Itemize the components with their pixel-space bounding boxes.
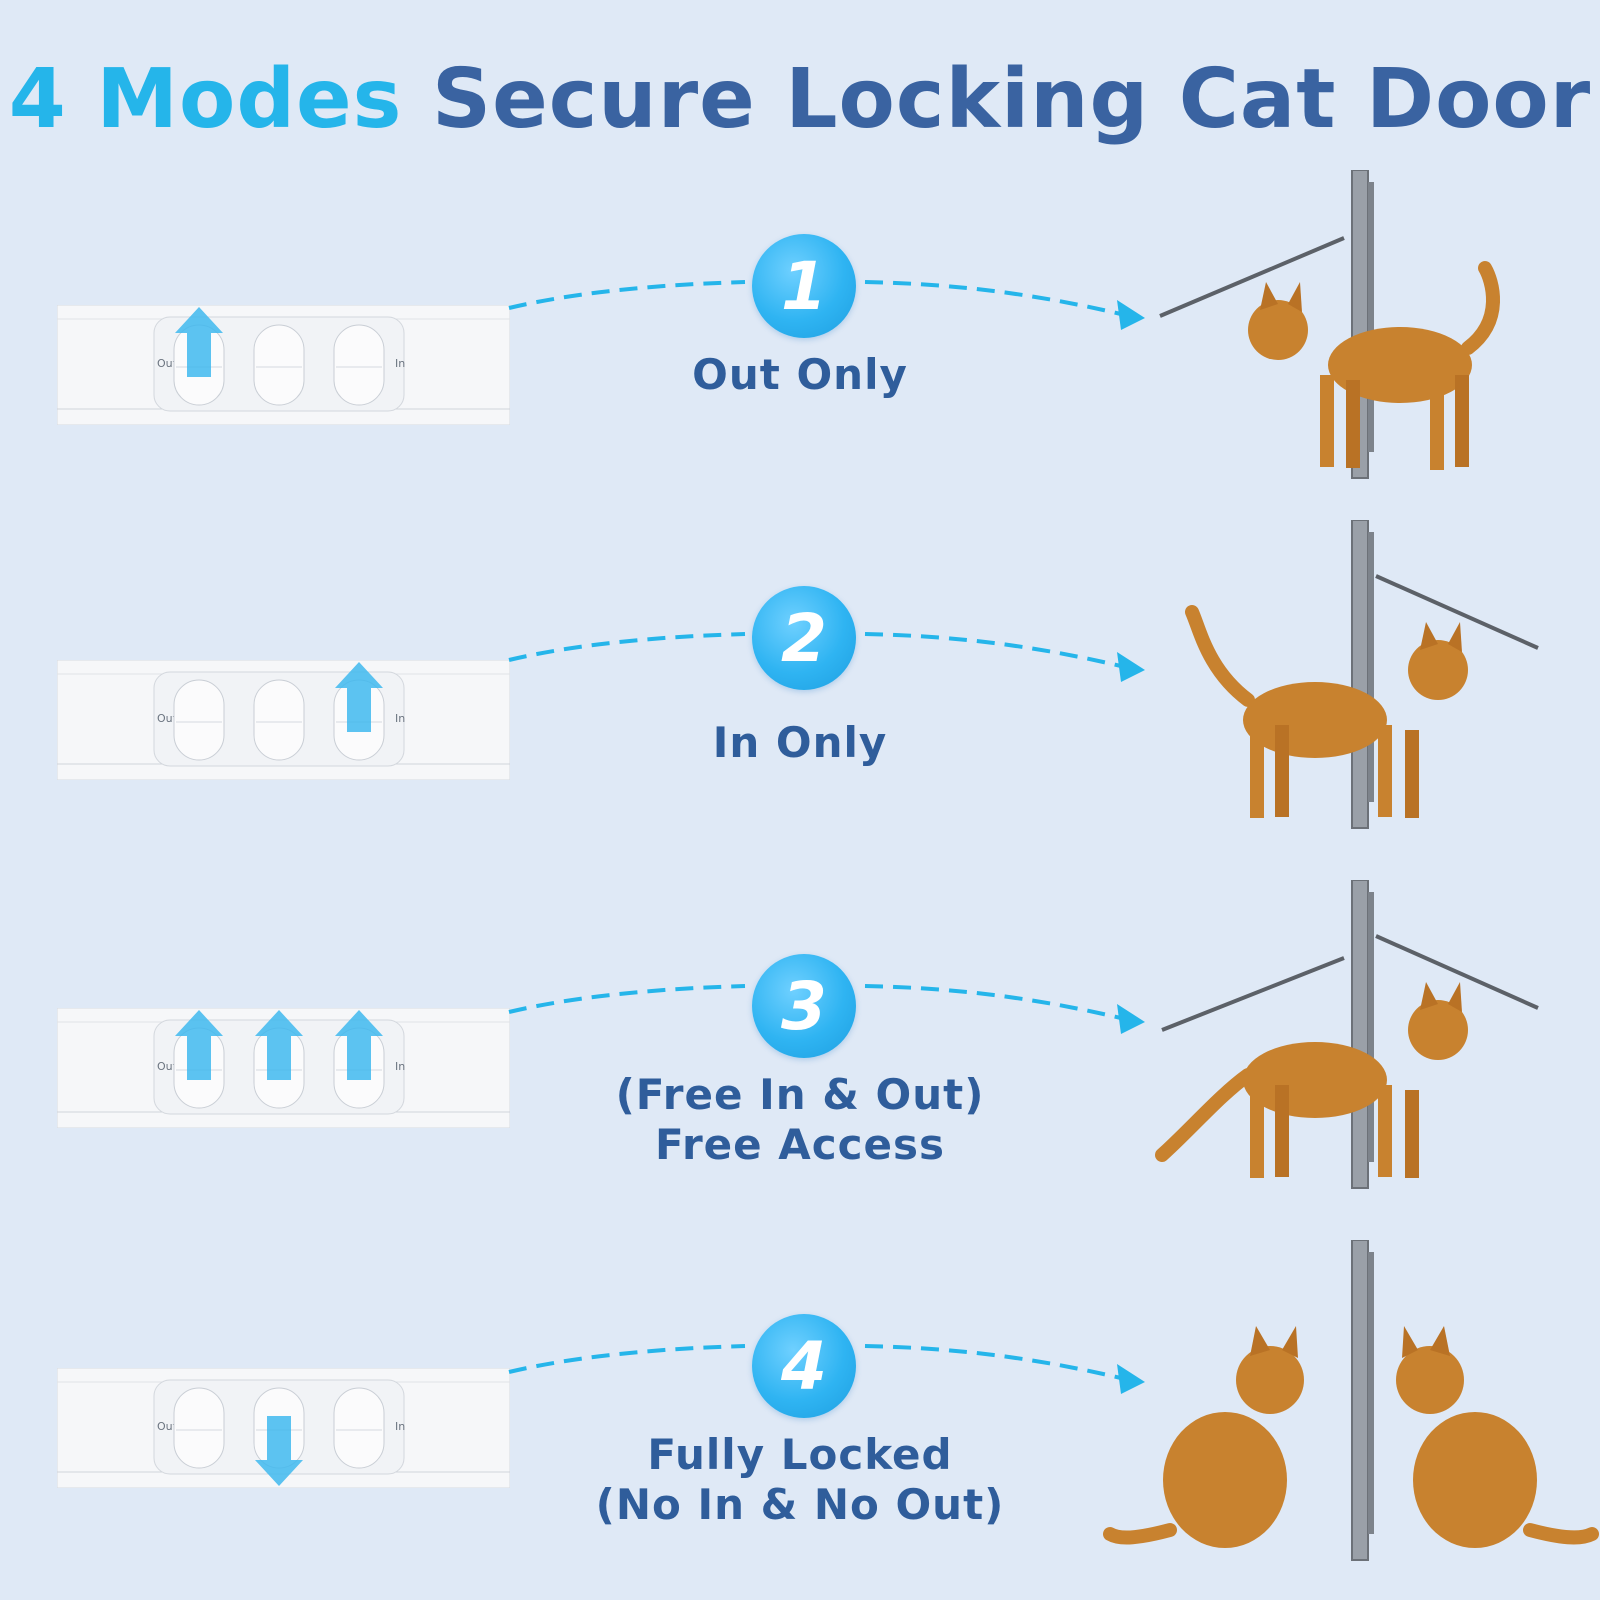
mode-label-line: Fully Locked	[647, 1430, 953, 1479]
mode-label-line: (No In & No Out)	[595, 1480, 1005, 1529]
lock-label-out: Out	[157, 357, 178, 370]
cat-walking-icon	[1185, 605, 1468, 818]
slider-1[interactable]	[173, 679, 225, 761]
slider-3[interactable]	[333, 324, 385, 406]
dashed-arrow-icon	[508, 632, 1145, 682]
lock-label-out: Out	[157, 712, 178, 725]
lock-label-in: In	[395, 712, 405, 725]
mode-row-4: Out In 4 Fully Locked (No In & No Out)	[0, 1240, 1600, 1600]
slider-arrow-down-icon	[255, 1416, 303, 1486]
mode-label-line: Out Only	[692, 350, 908, 399]
mode-number-badge: 2	[752, 586, 856, 690]
flap-open-in	[1375, 574, 1539, 650]
slider-1[interactable]	[173, 1387, 225, 1469]
cat-walking-icon	[1248, 261, 1501, 470]
dashed-arrow-icon	[508, 280, 1145, 330]
mode-label-line: In Only	[712, 718, 888, 767]
flap-open-out	[1159, 236, 1345, 318]
dashed-arrow-icon	[508, 984, 1145, 1034]
mode-number-badge: 3	[752, 954, 856, 1058]
lock-label-out: Out	[157, 1060, 178, 1073]
lock-panel-2: Out In	[57, 660, 510, 780]
door-frame	[1351, 1240, 1369, 1561]
cat-door-scene	[1155, 880, 1539, 1189]
cat-door-scene	[1103, 1240, 1599, 1561]
cat-door-scene	[1185, 520, 1539, 829]
mode-row-3: Out In 3 (Free In & Out) Free Access	[0, 880, 1600, 1240]
cat-sitting-icon	[1396, 1326, 1599, 1548]
title-accent: 4 Modes	[8, 52, 403, 147]
mode-label-line: Free Access	[654, 1120, 946, 1169]
lock-label-in: In	[395, 1420, 405, 1433]
mode-number-badge: 4	[752, 1314, 856, 1418]
mode-label: Fully Locked (No In & No Out)	[560, 1430, 1040, 1530]
slider-3[interactable]	[333, 1387, 385, 1469]
lock-panel-4: Out In	[57, 1368, 510, 1488]
mode-label: (Free In & Out) Free Access	[560, 1070, 1040, 1170]
lock-label-out: Out	[157, 1420, 178, 1433]
cat-walking-icon	[1155, 982, 1468, 1178]
mode-label-line: (Free In & Out)	[615, 1070, 985, 1119]
lock-panel-1: Out In	[57, 305, 510, 425]
slider-arrow-up-icon	[175, 1010, 383, 1080]
door-frame	[1351, 520, 1369, 829]
slider-arrow-up-icon	[335, 662, 383, 732]
slider-2[interactable]	[253, 324, 305, 406]
lock-label-in: In	[395, 1060, 405, 1073]
door-frame	[1351, 880, 1369, 1189]
mode-label: Out Only	[560, 350, 1040, 400]
slider-arrow-up-icon	[175, 307, 223, 377]
cat-door-scene	[1159, 170, 1501, 479]
flap-open-in	[1375, 934, 1539, 1010]
title-main: Secure Locking Cat Door	[432, 52, 1592, 147]
lock-label-in: In	[395, 357, 405, 370]
lock-panel-3: Out In	[57, 1008, 510, 1128]
mode-number-badge: 1	[752, 234, 856, 338]
flap-open-out	[1161, 956, 1345, 1032]
cat-sitting-icon	[1103, 1326, 1304, 1548]
mode-label: In Only	[560, 718, 1040, 768]
dashed-arrow-icon	[508, 1344, 1145, 1394]
page-title: 4 Modes Secure Locking Cat Door	[0, 52, 1600, 147]
mode-row-2: Out In 2 In Only	[0, 520, 1600, 880]
slider-2[interactable]	[253, 679, 305, 761]
mode-row-1: Out In 1 Out Only	[0, 170, 1600, 530]
